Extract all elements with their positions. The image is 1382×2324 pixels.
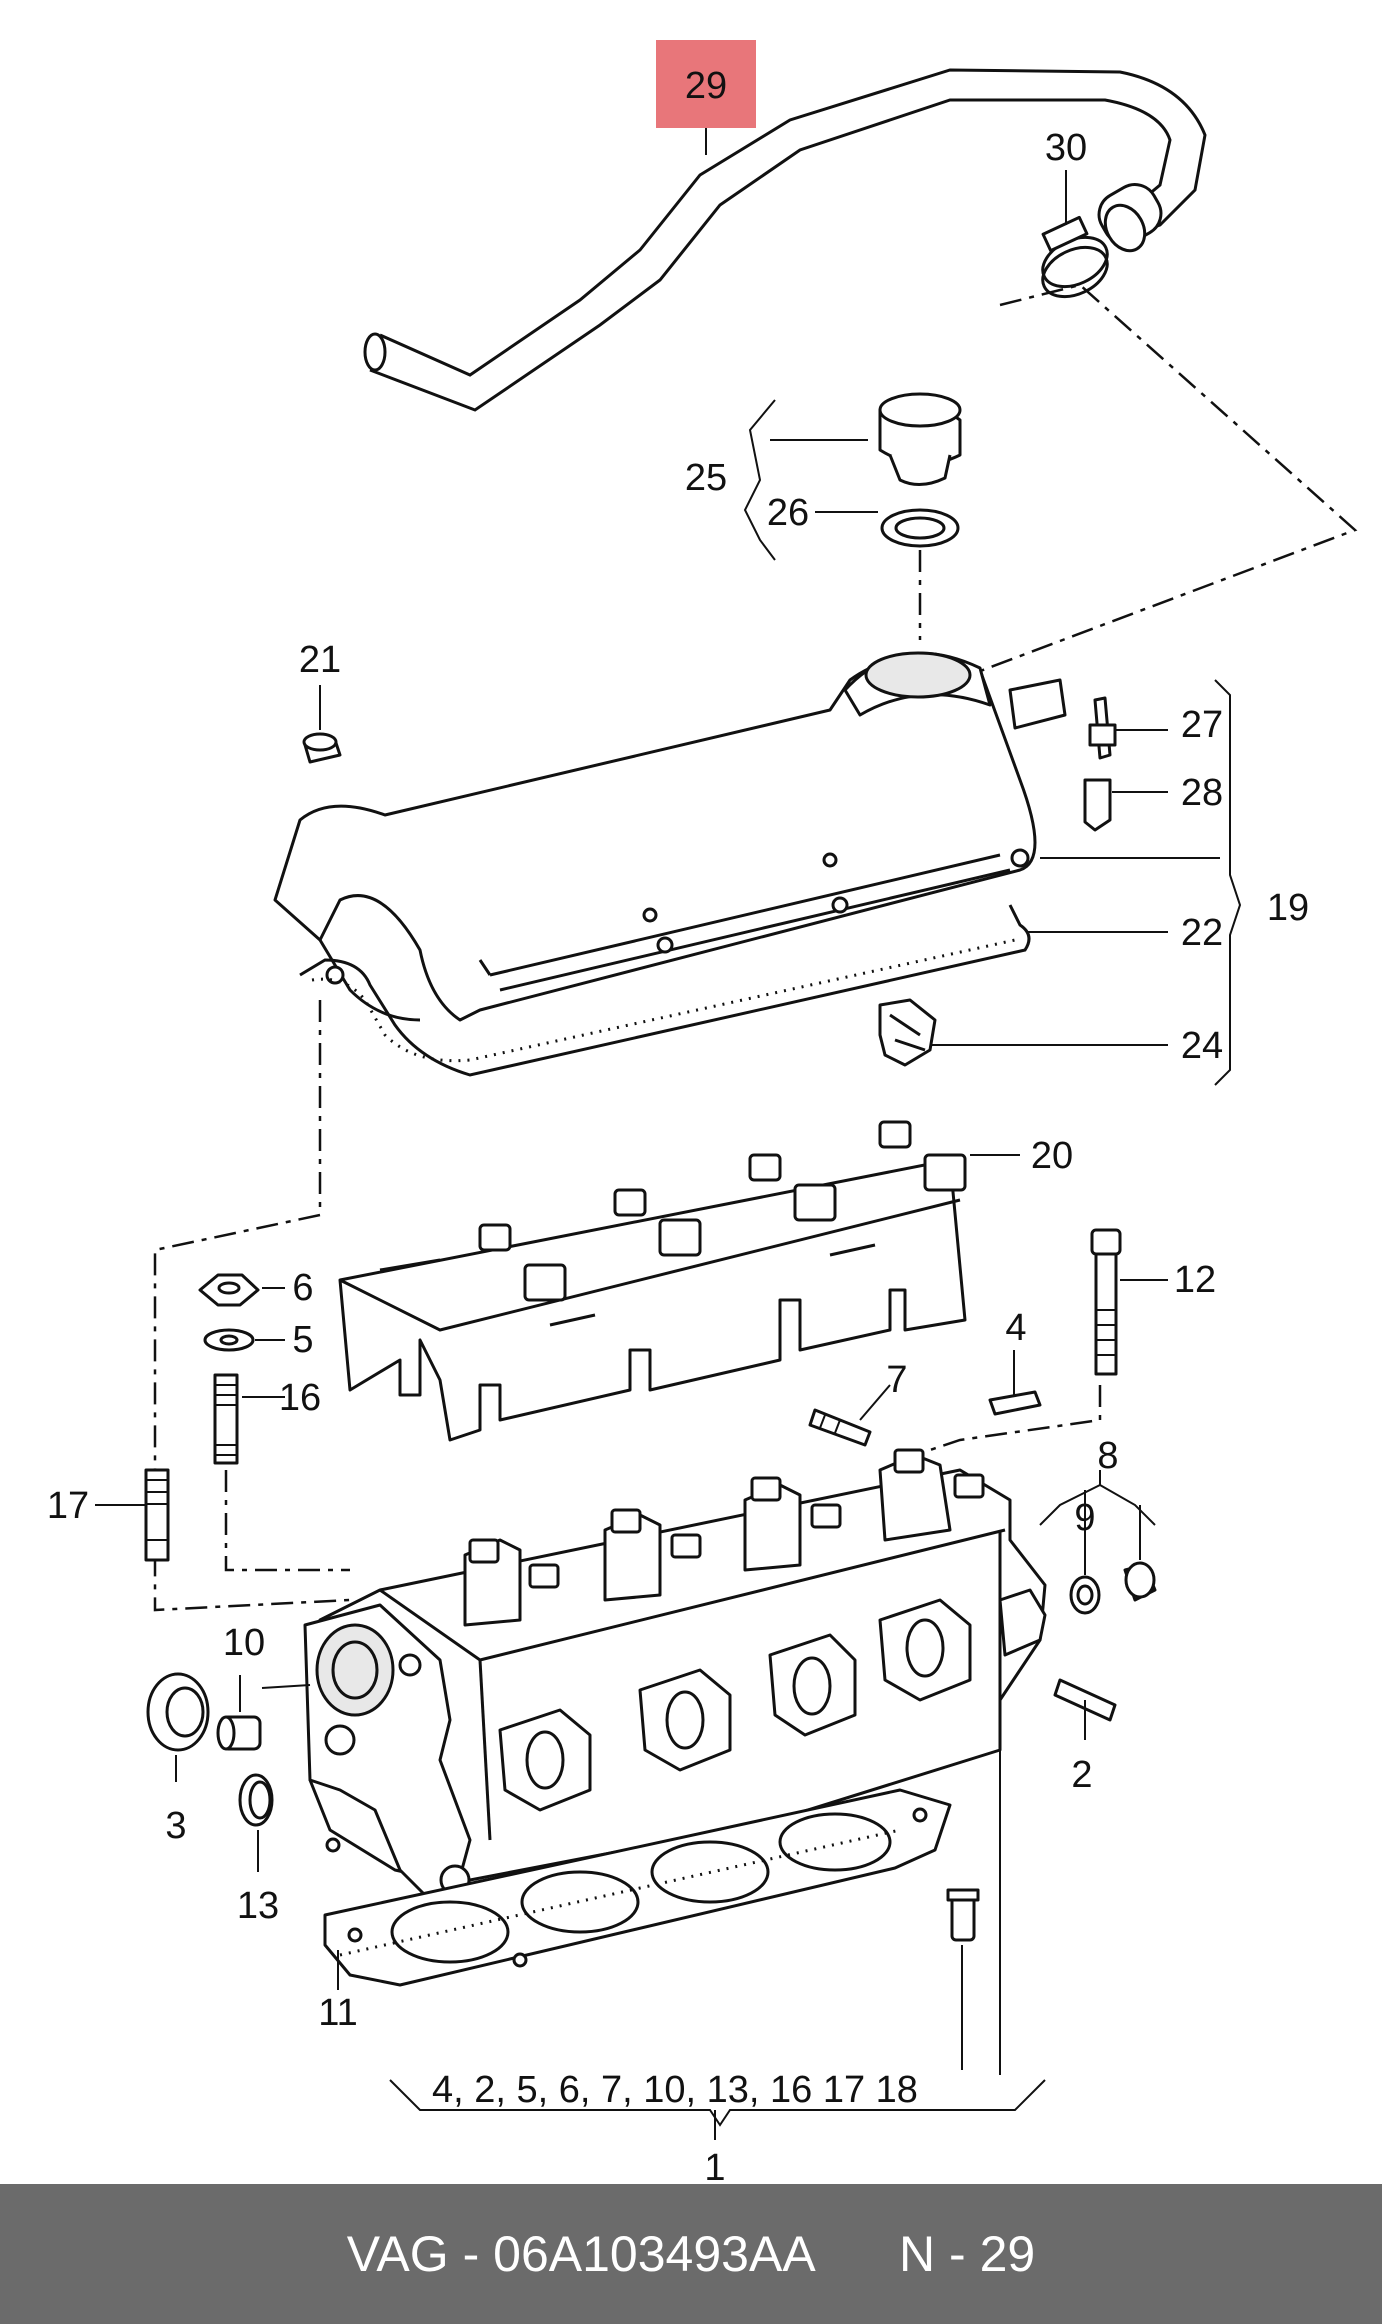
footer-separator: -	[462, 2226, 480, 2282]
plug-8	[1123, 1561, 1157, 1602]
oil-filler-cap	[878, 392, 962, 548]
callout-24: 24	[1181, 1025, 1223, 1067]
parts-diagram: 29 30 25 26 21 27 28 19 22 24 20 6 5 16 …	[47, 40, 1358, 2184]
callout-9: 9	[1074, 1497, 1095, 1539]
assembly-note: 4, 2, 5, 6, 7, 10, 13, 16 17 18	[432, 2069, 918, 2111]
bracket-28	[1083, 778, 1112, 832]
callout-26: 26	[767, 492, 809, 534]
highlight-marker	[656, 40, 756, 128]
footer-part-number: 06A103493AA	[493, 2226, 816, 2282]
callout-5: 5	[292, 1319, 313, 1361]
callout-6: 6	[292, 1267, 313, 1309]
breather-hose	[363, 68, 1207, 412]
callout-20: 20	[1031, 1135, 1073, 1177]
stud-17	[144, 1468, 170, 1562]
cover-nut	[302, 732, 342, 764]
callout-30: 30	[1045, 127, 1087, 169]
callout-10: 10	[223, 1622, 265, 1664]
washer-5	[203, 1328, 255, 1352]
callout-19: 19	[1267, 887, 1309, 929]
callout-8: 8	[1097, 1435, 1118, 1477]
footer-brand: VAG	[346, 2226, 449, 2282]
callout-4: 4	[1005, 1307, 1026, 1349]
footer-bar: VAG - 06A103493AA N - 29	[0, 2184, 1382, 2324]
callout-22: 22	[1181, 912, 1223, 954]
callout-25: 25	[685, 457, 727, 499]
bracket-27	[1088, 696, 1117, 760]
callout-27: 27	[1181, 704, 1223, 746]
callout-28: 28	[1181, 772, 1223, 814]
head-gasket	[323, 1788, 952, 1987]
pin-4	[988, 1390, 1042, 1416]
callout-11: 11	[318, 1992, 357, 2034]
cylinder-head	[303, 1448, 1047, 1902]
footer-position-prefix: N	[899, 2226, 936, 2282]
pin-18	[946, 1888, 980, 1942]
clip-24	[878, 998, 937, 1067]
callout-13: 13	[237, 1885, 279, 1927]
plug-10	[216, 1715, 262, 1751]
hose-clamp	[1041, 215, 1109, 299]
seal-13	[238, 1773, 274, 1827]
callout-29: 29	[685, 65, 727, 107]
callout-2: 2	[1071, 1754, 1092, 1796]
camshaft-housing	[338, 1120, 967, 1442]
nut-6	[198, 1273, 260, 1307]
oil-seal-3	[146, 1672, 210, 1752]
valve-cover	[273, 651, 1067, 1022]
callout-12: 12	[1174, 1259, 1216, 1301]
callout-16: 16	[279, 1377, 321, 1419]
footer-position-number: 29	[979, 2226, 1036, 2282]
callout-7: 7	[886, 1359, 907, 1401]
callout-17: 17	[47, 1485, 89, 1527]
seal-ring-9	[1069, 1575, 1101, 1615]
callout-3: 3	[165, 1805, 186, 1847]
callout-21: 21	[299, 639, 341, 681]
stud-7	[808, 1408, 872, 1447]
stud-16	[213, 1373, 239, 1465]
callout-1: 1	[704, 2147, 725, 2184]
head-bolt-12	[1090, 1228, 1122, 1376]
cover-gasket	[299, 904, 1031, 1077]
